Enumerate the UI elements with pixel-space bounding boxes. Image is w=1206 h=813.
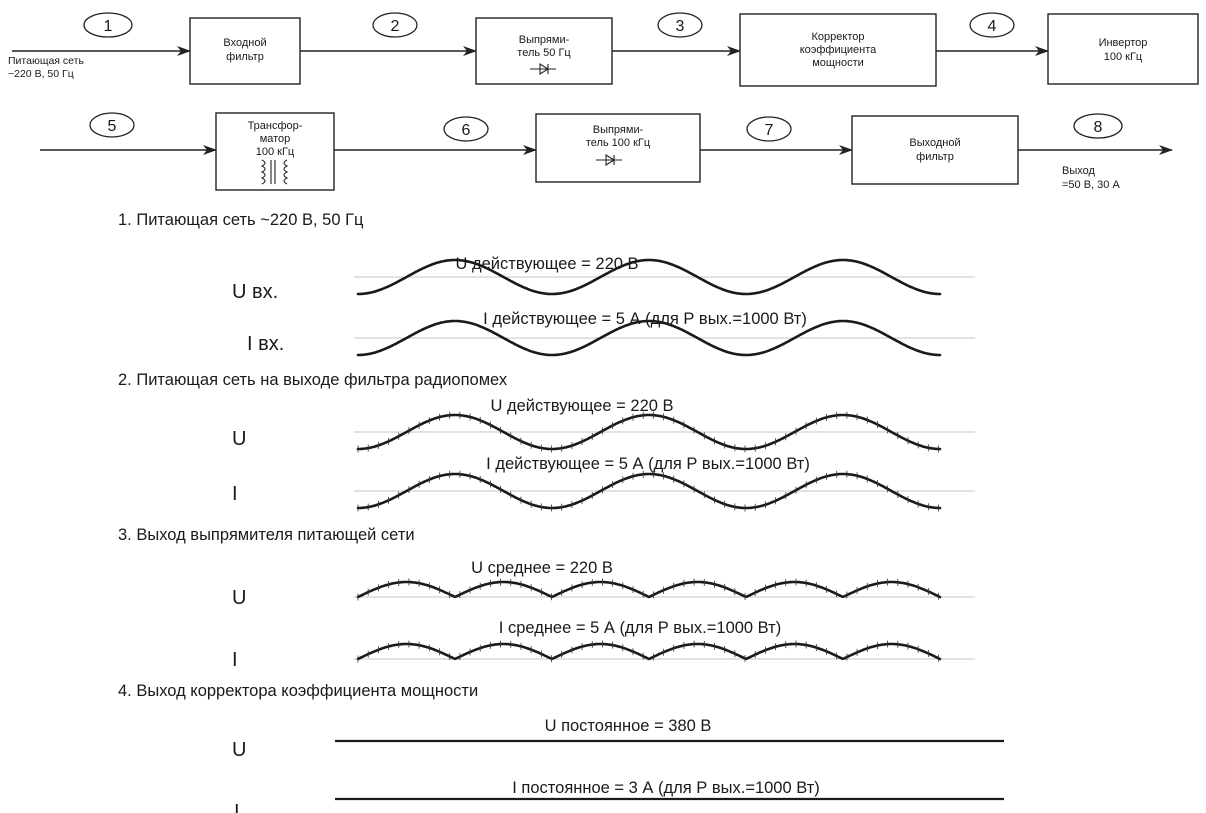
section-1-i-label: I вх. <box>247 333 284 355</box>
block-rectifier-50hz-line-1: Выпрями- <box>519 34 570 46</box>
node-8-circle <box>1073 113 1123 139</box>
section-1-u-caption: U действующее = 220 В <box>455 255 638 273</box>
section-1-current-waveform <box>354 319 975 357</box>
section-2-title: 2. Питающая сеть на выходе фильтра радио… <box>118 371 508 389</box>
section-2-current-waveform <box>354 470 975 512</box>
block-rectifier-100khz <box>535 113 701 183</box>
section-3-current-ripple-ticks <box>357 640 939 663</box>
block-output-filter <box>851 115 1019 185</box>
mains-input-label-line-2: ~220 В, 50 Гц <box>8 68 74 80</box>
section-1-current-curve <box>356 319 942 357</box>
section-3-voltage-curve <box>356 580 942 599</box>
node-7-label: 7 <box>765 122 774 139</box>
section-4-pfc-output: 4. Выход корректора коэффициента мощност… <box>118 682 1004 813</box>
section-2-i-label: I <box>232 483 238 505</box>
section-2-voltage-waveform <box>354 411 975 453</box>
node-5-label: 5 <box>108 118 117 135</box>
block-diagram-row-2: 5 Трансфор- матор 100 кГц 6 Выпрями- тел… <box>40 112 1173 191</box>
block-pfc-line-2: коэффициента <box>800 44 877 56</box>
block-input-filter-line-2: фильтр <box>226 51 264 63</box>
section-3-u-caption: U среднее = 220 В <box>471 559 613 577</box>
section-4-u-label: U <box>232 739 246 761</box>
block-diagram-row-1: Питающая сеть ~220 В, 50 Гц 1 Входной фи… <box>8 12 1199 87</box>
section-4-u-caption: U постоянное = 380 В <box>545 717 712 735</box>
block-transformer-line-1: Трансфор- <box>248 120 303 132</box>
diode-icon <box>596 154 622 166</box>
section-3-current-waveform <box>354 640 975 663</box>
node-6-label: 6 <box>462 122 471 139</box>
section-4-title: 4. Выход корректора коэффициента мощност… <box>118 682 478 700</box>
block-input-filter <box>189 17 301 85</box>
section-1-voltage-waveform <box>354 258 975 296</box>
node-3-label: 3 <box>676 18 685 35</box>
block-inverter-line-2: 100 кГц <box>1104 51 1143 63</box>
mains-input-label-line-1: Питающая сеть <box>8 55 84 67</box>
section-2-current-curve <box>356 472 942 510</box>
section-2-u-label: U <box>232 428 246 450</box>
block-inverter <box>1047 13 1199 85</box>
section-4-i-label: I <box>234 801 240 813</box>
section-2-i-caption: I действующее = 5 А (для Р вых.=1000 Вт) <box>486 455 810 473</box>
block-power-factor-corrector <box>739 13 937 87</box>
block-rectifier-100khz-line-1: Выпрями- <box>593 124 644 136</box>
block-inverter-line-1: Инвертор <box>1099 37 1148 49</box>
node-5-circle <box>89 112 135 138</box>
section-3-voltage-ripple-ticks <box>357 578 939 601</box>
block-transformer-line-3: 100 кГц <box>256 146 295 158</box>
section-1-u-label: U вх. <box>232 281 278 303</box>
block-transformer-line-2: матор <box>260 133 291 145</box>
block-rectifier-100khz-line-2: тель 100 кГц <box>586 137 651 149</box>
block-output-filter-line-2: фильтр <box>916 151 954 163</box>
section-3-current-curve <box>356 642 942 661</box>
block-input-filter-line-1: Входной <box>223 37 266 49</box>
section-1-i-caption: I действующее = 5 А (для Р вых.=1000 Вт) <box>483 310 807 328</box>
diode-icon <box>530 63 556 75</box>
section-2-voltage-curve <box>356 413 942 451</box>
section-2-voltage-ripple-ticks <box>357 411 939 453</box>
node-1-label: 1 <box>104 18 113 35</box>
section-4-i-caption: I постоянное = 3 А (для Р вых.=1000 Вт) <box>512 779 820 797</box>
block-rectifier-50hz-line-2: тель 50 Гц <box>517 47 571 59</box>
section-1-title: 1. Питающая сеть ~220 В, 50 Гц <box>118 211 364 229</box>
node-1-circle <box>83 12 133 38</box>
block-pfc-line-3: мощности <box>812 57 864 69</box>
dc-output-label-line-2: =50 В, 30 А <box>1062 179 1120 191</box>
section-2-current-ripple-ticks <box>357 470 939 512</box>
section-3-title: 3. Выход выпрямителя питающей сети <box>118 526 415 544</box>
section-3-voltage-waveform <box>354 578 975 601</box>
transformer-coil-icon <box>260 159 289 185</box>
section-3-i-label: I <box>232 649 238 671</box>
block-rectifier-50hz <box>475 17 613 85</box>
section-1-mains: 1. Питающая сеть ~220 В, 50 Гц U действу… <box>118 211 975 357</box>
section-2-filtered-mains: 2. Питающая сеть на выходе фильтра радио… <box>118 371 975 512</box>
node-6-circle <box>443 116 489 142</box>
node-3-circle <box>657 12 703 38</box>
section-1-voltage-curve <box>356 258 942 296</box>
section-3-u-label: U <box>232 587 246 609</box>
section-3-i-caption: I среднее = 5 А (для Р вых.=1000 Вт) <box>499 619 781 637</box>
section-3-rectifier-output: 3. Выход выпрямителя питающей сети U сре… <box>118 526 975 671</box>
node-4-label: 4 <box>988 18 997 35</box>
node-4-circle <box>969 12 1015 38</box>
block-pfc-line-1: Корректор <box>812 31 865 43</box>
section-2-u-caption: U действующее = 220 В <box>490 397 673 415</box>
node-7-circle <box>746 116 792 142</box>
dc-output-label-line-1: Выход <box>1062 165 1095 177</box>
node-8-label: 8 <box>1094 119 1103 136</box>
block-output-filter-line-1: Выходной <box>909 137 960 149</box>
node-2-circle <box>372 12 418 38</box>
node-2-label: 2 <box>391 18 400 35</box>
